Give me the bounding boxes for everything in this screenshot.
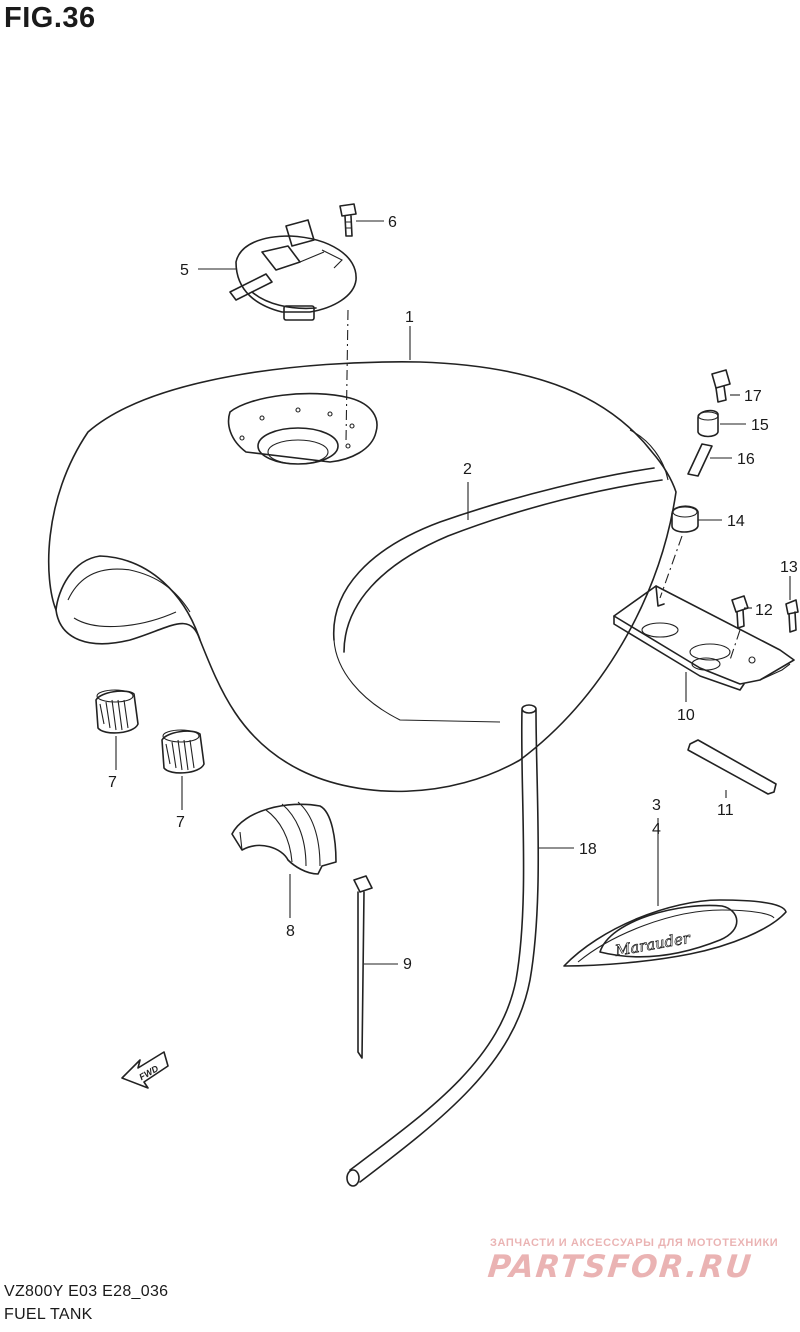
callout-8: 8 — [286, 923, 295, 940]
emblem: Marauder — [563, 899, 787, 967]
watermark-subtitle: ЗАПЧАСТИ И АКСЕССУАРЫ ДЛЯ МОТОТЕХНИКИ — [490, 1237, 779, 1249]
model-code: VZ800Y E03 E28_036 — [4, 1283, 169, 1300]
rubber-cushion — [95, 689, 139, 734]
callout-14: 14 — [727, 513, 745, 530]
callout-5: 5 — [180, 262, 189, 279]
callout-1: 1 — [405, 309, 414, 326]
spacer — [687, 443, 713, 477]
callout-17: 17 — [744, 388, 762, 405]
callout-4: 4 — [652, 821, 661, 838]
fuel-tank — [47, 361, 677, 793]
callout-15: 15 — [751, 417, 769, 434]
callout-6: 6 — [388, 214, 397, 231]
cable-tie — [353, 875, 373, 1059]
cap-screw — [339, 203, 357, 237]
mounting-bolt — [711, 369, 731, 403]
rubber-cushion-2 — [161, 729, 205, 774]
callout-3: 3 — [652, 797, 661, 814]
cushion-strip — [687, 739, 777, 795]
collar — [697, 409, 719, 438]
bracket-bolt-2 — [785, 599, 799, 633]
figure-name: FUEL TANK — [4, 1306, 93, 1323]
rubber-mount — [671, 505, 699, 533]
callout-18: 18 — [579, 841, 597, 858]
watermark-logo: PARTSFOR.RU — [486, 1249, 755, 1285]
rubber-cushion-saddle — [231, 801, 337, 875]
tank-trim-line — [333, 467, 663, 723]
figure-title: FIG.36 — [4, 2, 96, 34]
callout-11: 11 — [717, 802, 734, 819]
drain-hose — [346, 704, 540, 1187]
rear-bracket — [613, 585, 795, 691]
callout-9: 9 — [403, 956, 412, 973]
fuel-cap-with-keys — [229, 219, 357, 321]
callout-13: 13 — [780, 559, 798, 576]
bracket-bolt — [731, 595, 749, 629]
callout-7a: 7 — [108, 774, 117, 791]
callout-2: 2 — [463, 461, 472, 478]
callout-16: 16 — [737, 451, 755, 468]
callout-12: 12 — [755, 602, 773, 619]
callout-7b: 7 — [176, 814, 185, 831]
fwd-arrow-badge: FWD — [121, 1051, 169, 1089]
callout-10: 10 — [677, 707, 695, 724]
